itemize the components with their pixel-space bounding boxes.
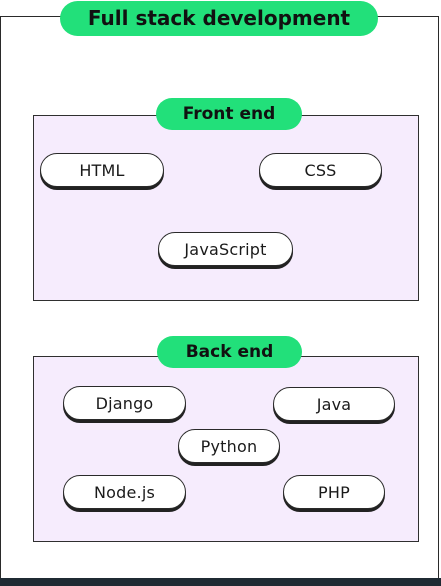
- tag-java: Java: [273, 387, 395, 421]
- tag-django: Django: [63, 386, 186, 420]
- back-end-heading: Back end: [157, 336, 302, 368]
- tag-php: PHP: [283, 475, 385, 509]
- front-end-heading: Front end: [156, 98, 302, 130]
- tag-python: Python: [178, 429, 280, 463]
- front-end-panel: [33, 115, 419, 301]
- bottom-band: [0, 578, 441, 586]
- tag-html: HTML: [40, 153, 164, 187]
- tag-css: CSS: [259, 153, 382, 187]
- diagram-title: Full stack development: [60, 1, 378, 36]
- tag-nodejs: Node.js: [63, 475, 186, 509]
- tag-javascript: JavaScript: [158, 232, 293, 266]
